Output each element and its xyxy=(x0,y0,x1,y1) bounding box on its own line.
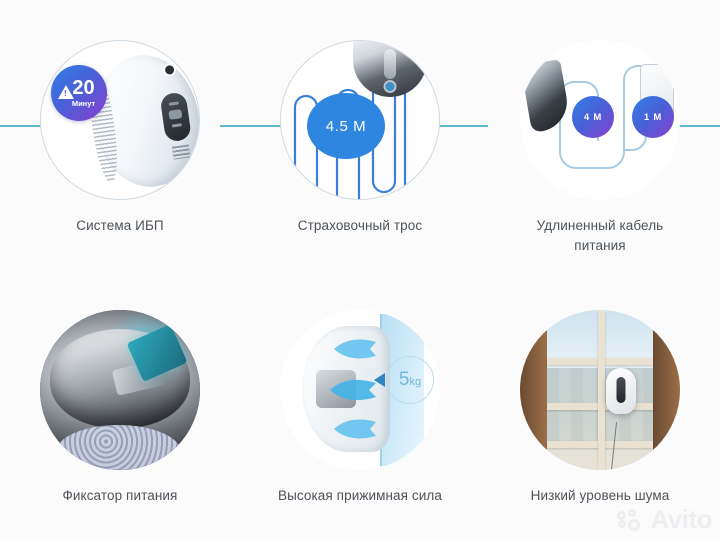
robot-cleaner-illustration xyxy=(86,48,199,194)
window-frame-left xyxy=(520,310,548,470)
power-lock-closeup-image xyxy=(40,310,200,470)
suction-arrow-icon xyxy=(334,339,376,359)
window-mullion xyxy=(597,310,605,470)
feature-power-lock[interactable]: Фиксатор питания xyxy=(0,310,240,506)
cable-length-badge-4m: 4 М xyxy=(572,96,614,138)
ups-duration-unit: Минут xyxy=(71,99,96,109)
suction-arrow-icon xyxy=(330,379,376,401)
feature-caption-ups: Система ИБП xyxy=(76,218,164,233)
suction-force-value: 5 xyxy=(398,369,410,390)
connector-rail-1-2 xyxy=(220,125,282,127)
feature-extended-power-cable[interactable]: 4 М 1 М Удлиненный кабель питания xyxy=(480,40,720,257)
connector-rail-2-3 xyxy=(430,125,488,127)
feature-row-bottom: Фиксатор питания xyxy=(0,310,720,506)
rope-length-value: 4.5 М xyxy=(325,117,367,135)
cable-length-value: 1 М xyxy=(643,111,663,123)
sensor-lens-icon xyxy=(164,64,175,75)
safety-rope-illustration: 4.5 М xyxy=(280,40,440,200)
vent-grille-icon xyxy=(171,144,191,160)
power-cable-illustration: 4 М 1 М xyxy=(520,40,680,200)
feature-safety-rope[interactable]: 4.5 М Страховочный трос xyxy=(240,40,480,257)
feature-low-noise[interactable]: Низкий уровень шума xyxy=(480,310,720,506)
power-lock-photo xyxy=(40,310,200,470)
ups-duration-badge: 20 Минут xyxy=(51,65,107,121)
avito-logo-icon xyxy=(617,508,645,531)
suction-arrow-icon xyxy=(334,419,376,439)
connector-rail-left xyxy=(0,125,70,127)
control-panel-icon xyxy=(159,91,192,143)
window-scene-image xyxy=(520,310,680,470)
rope-length-badge: 4.5 М xyxy=(307,93,385,159)
feature-caption-suction-force: Высокая прижимная сила xyxy=(277,488,442,503)
connector-rail-right xyxy=(650,125,720,127)
ups-duration-value: 20 xyxy=(72,77,95,100)
feature-caption-safety-rope: Страховочный трос xyxy=(297,218,423,233)
rope-hole-icon xyxy=(385,82,395,91)
window-frame-right xyxy=(652,310,680,470)
ups-illustration: 20 Минут xyxy=(40,40,200,200)
warning-triangle-icon xyxy=(58,85,74,99)
feature-caption-low-noise: Низкий уровень шума xyxy=(530,488,670,503)
cleaning-pad-texture xyxy=(56,425,181,470)
feature-row-top: 20 Минут Система ИБП xyxy=(0,40,720,257)
low-noise-photo xyxy=(520,310,680,470)
cable-length-value: 4 М xyxy=(583,111,603,123)
suction-force-unit: kg xyxy=(409,376,422,388)
window-cleaning-robot xyxy=(606,367,637,414)
feature-ups-system[interactable]: 20 Минут Система ИБП xyxy=(0,40,240,257)
feature-caption-power-cable: Удлиненный кабель питания xyxy=(536,218,664,254)
avito-watermark-text: Avito xyxy=(650,504,712,534)
window-pane xyxy=(547,310,653,470)
cable-length-badge-1m: 1 М xyxy=(632,96,674,138)
feature-caption-power-lock: Фиксатор питания xyxy=(62,488,178,503)
avito-watermark: Avito xyxy=(617,504,712,535)
